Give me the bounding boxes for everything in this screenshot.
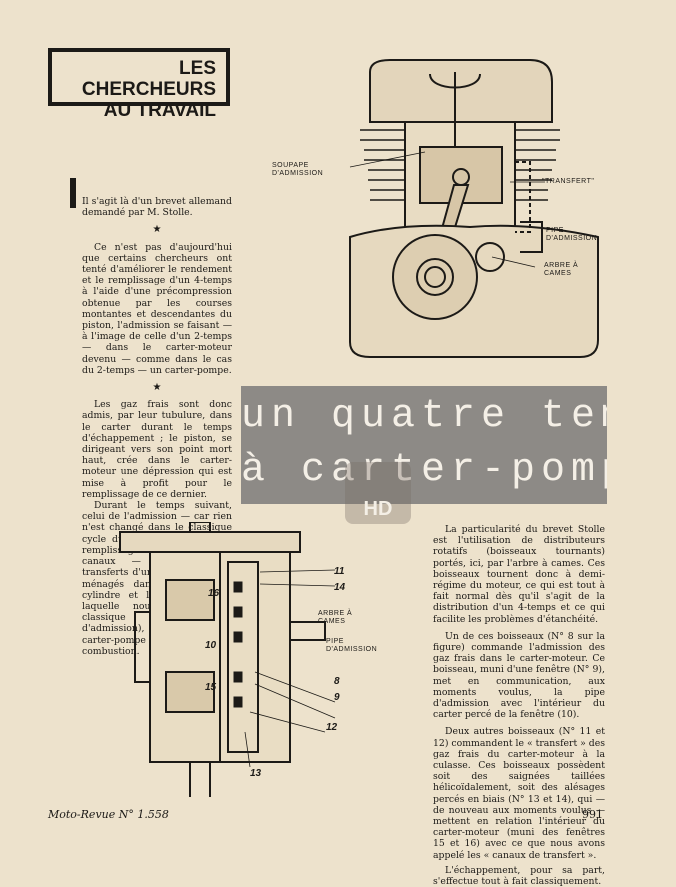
label-number-9: 9 — [334, 692, 340, 703]
label-arbre-cames-bottom: ARBRE À CAMES — [318, 610, 353, 625]
label-number-8: 8 — [334, 676, 340, 687]
label-pipe-admission-top: PIPE D'ADMISSION — [546, 227, 598, 242]
label-number-15: 15 — [205, 682, 217, 693]
intro-paragraph-2: Ce n'est pas d'aujourd'hui que certains … — [82, 241, 232, 376]
label-number-13: 13 — [250, 768, 262, 779]
right-paragraph-3: Deux autres boisseaux (N° 11 et 12) comm… — [433, 726, 606, 861]
intro-paragraph-3: Les gaz frais sont donc admis, par leur … — [82, 399, 232, 500]
article-title-banner: un quatre temps à carter-pompe — [241, 386, 607, 504]
engine-cross-section-diagram — [349, 59, 599, 358]
watermark-logo: HD — [345, 462, 411, 524]
drop-cap-bar — [70, 178, 76, 208]
footer-publication: Moto-Revue N° 1.558 — [48, 808, 169, 821]
title-line-2: AU TRAVAIL — [103, 100, 216, 121]
watermark-text: HD — [363, 498, 393, 520]
label-number-14: 14 — [334, 582, 346, 593]
right-paragraph-1: La particularité du brevet Stolle est l'… — [433, 524, 605, 625]
label-arbre-cames-top: ARBRE À CAMES — [544, 262, 579, 277]
right-text-column: La particularité du brevet Stolle est l'… — [433, 524, 605, 887]
label-number-10: 10 — [205, 640, 217, 651]
banner-line-2: à carter-pompe — [241, 448, 607, 493]
right-paragraph-2: Un de ces boisseaux (N° 8 sur la figure)… — [433, 630, 605, 721]
label-number-12: 12 — [326, 722, 338, 733]
section-title-box: LES CHERCHEURS AU TRAVAIL — [48, 48, 230, 121]
label-number-16: 16 — [208, 588, 220, 599]
rotary-valve-diagram — [119, 522, 336, 797]
right-paragraph-4: L'échappement, pour sa part, s'effectue … — [433, 864, 605, 887]
star-separator: ★ — [152, 382, 162, 394]
label-pipe-admission-bottom: PIPE D'ADMISSION — [326, 638, 378, 653]
label-transfert: "TRANSFERT" — [542, 178, 595, 185]
title-line-1: LES CHERCHEURS — [81, 58, 216, 100]
banner-line-1: un quatre temps — [241, 394, 607, 439]
star-separator: ★ — [152, 224, 162, 236]
intro-paragraph: Il s'agit là d'un brevet allemand demand… — [82, 196, 232, 219]
label-number-11: 11 — [334, 566, 345, 577]
page-number: 991 — [582, 808, 603, 821]
label-soupape-admission: SOUPAPE D'ADMISSION — [272, 162, 324, 177]
